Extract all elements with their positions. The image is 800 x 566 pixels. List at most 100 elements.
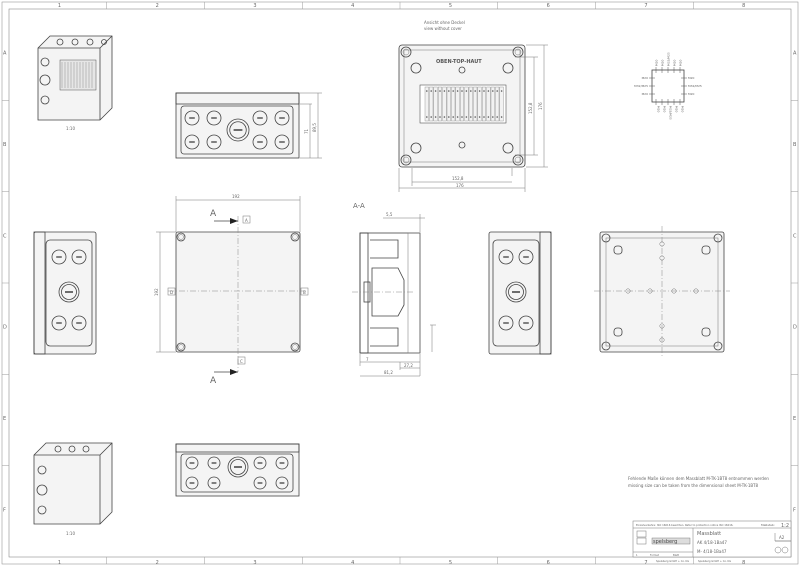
cable-gland-icon [274,110,290,126]
terminal-screw [483,116,485,118]
title-block-line2: AK 4/18-1Ba47 [697,540,727,545]
terminal-block [464,86,469,122]
mounting-hole-icon [659,337,665,343]
column-marker: 2 [156,3,159,9]
front-dim-height: 192 [154,288,159,296]
terminal-screw [430,116,433,118]
terminal-screw [434,90,437,92]
cable-gland-icon [185,476,199,490]
column-marker: 1 [58,3,61,9]
title-block-footer-left: Spelsberg GmbH + Co. KG [656,559,689,563]
mounting-boss-icon [502,62,514,74]
view-marker-a: A [245,218,248,223]
terminal-screw [443,90,446,92]
terminal-block [482,86,486,122]
terminal-screw [439,90,441,92]
screw-head [402,156,410,164]
terminal-screw [439,116,441,118]
port-label-bottom: M20 [680,106,684,112]
column-marker: 5 [449,560,452,566]
top-view: 89,5 71 [175,92,322,159]
port-label-left: M32/M25 [634,84,648,88]
terminal-block [433,86,438,122]
terminal-screw [456,116,459,118]
title-block-cell-a: 1 [636,553,638,557]
port-label-right: M32/M25 [688,84,702,88]
row-marker: D [793,325,797,331]
mounting-boss-icon [410,142,422,154]
column-marker: 3 [253,3,256,9]
terminal-block [460,86,464,122]
cable-gland-icon [498,249,514,265]
terminal-block [438,86,442,122]
row-marker: A [793,51,797,57]
corner-hole-icon [601,233,611,243]
title-block-footer-right: Spelsberg GmbH + Co. KG [698,559,731,563]
terminal-block [424,86,429,122]
cable-gland-icon [51,249,67,265]
terminal-block [486,86,491,122]
column-marker: 3 [253,560,256,566]
terminal-screw [461,116,463,118]
row-marker: F [793,507,796,513]
front-view: 192 192 A A A B C D [154,194,309,386]
view-marker-b: B [303,290,306,295]
screw-head [292,344,298,350]
terminal-screw [492,90,494,92]
row-marker: B [3,142,7,148]
column-marker: 8 [742,560,745,566]
view-marker-d: D [170,290,173,295]
row-marker: F [3,507,6,513]
title-block-cell-c: Blatt [673,553,679,557]
terminal-screw [448,116,450,118]
corner-hole-icon [601,341,611,351]
terminal-screw [465,116,468,118]
mounting-hole-icon [693,288,699,294]
terminal-screw [452,90,455,92]
terminal-screw [470,90,472,92]
cable-gland-icon [274,134,290,150]
screw-head [514,156,522,164]
terminal-screw [487,116,490,118]
terminal-screw [465,90,468,92]
key-gland-icon [227,456,249,478]
port-label-right: M20 [688,76,694,80]
column-marker: 7 [644,3,647,9]
column-marker: 4 [351,3,354,9]
terminal-block [429,86,434,122]
inner-view-logo-text: OBEN-TOP-HAUT [436,59,482,65]
mounting-slot-icon [701,327,711,337]
key-gland-icon [58,281,80,303]
back-view [594,226,730,358]
mounting-hole-icon [659,323,665,329]
iso-bottom-scale: 1:10 [66,531,75,536]
section-dim-lid: 27,2 [404,363,413,368]
key-gland-inner [508,284,524,300]
screw-head [292,234,298,240]
terminal-block [490,86,495,122]
terminal-screw [492,116,494,118]
cable-gland-icon [207,476,221,490]
terminal-block [495,86,500,122]
port-label-top: M32/M25 [666,52,670,66]
title-block-scale-label: Maßstab: [761,523,775,527]
section-title: A-A [353,202,365,210]
row-marker: E [793,416,796,422]
terminal-block [499,86,504,122]
cable-gland-icon [252,110,268,126]
earth-terminal-icon [458,141,466,149]
row-marker: B [793,142,797,148]
column-marker: 2 [156,560,159,566]
screw-icon [290,232,300,242]
port-label-bottom: M20 [674,106,678,112]
port-label-top: M20 [654,60,658,66]
cable-gland-icon [275,456,289,470]
row-marker: D [3,325,7,331]
terminal-screw [470,116,472,118]
isometric-view-bottom: 1:10 [33,442,113,536]
inner-view-without-cover: Ansicht ohne Deckel view without cover O… [398,20,548,192]
side-view-left [33,231,97,355]
corner-screw-icon [400,154,412,166]
screw-head [402,48,410,56]
cable-gland-icon [253,476,267,490]
